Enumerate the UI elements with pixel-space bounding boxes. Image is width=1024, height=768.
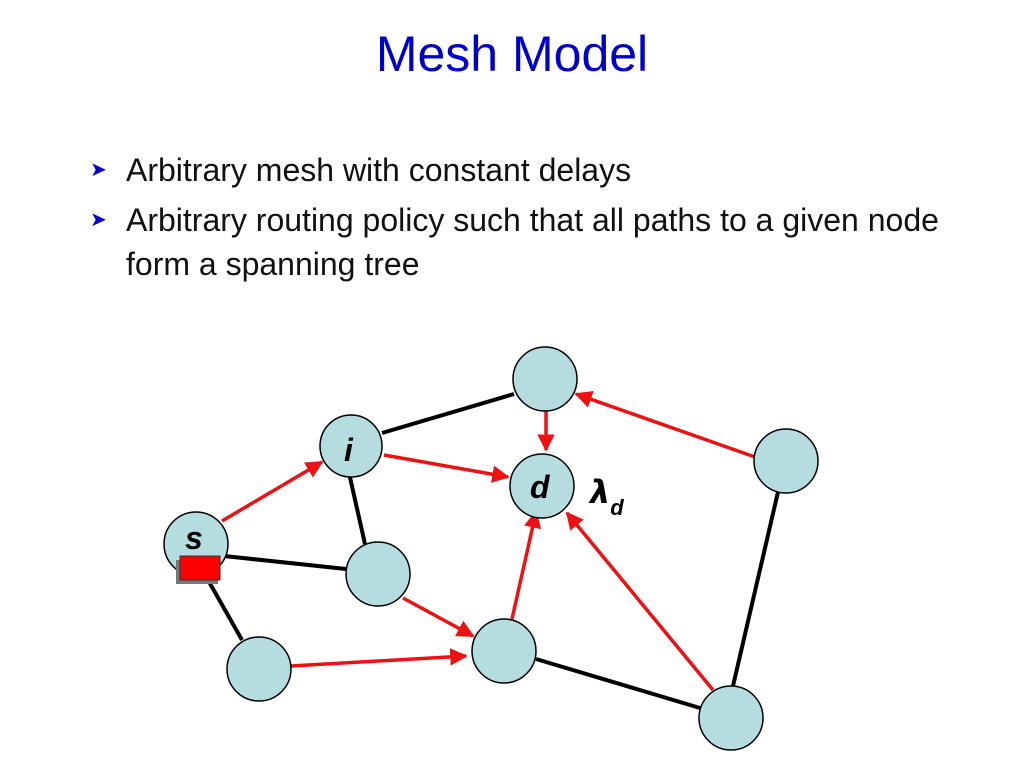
edge-right-bottomright [731,491,780,687]
edge-s-mid [223,554,347,571]
rate-label: λd [588,473,624,520]
node-label-i: i [344,432,354,468]
node-bottomleft [226,636,292,702]
edge-i-mid [347,472,367,545]
edge-s-bottomleft [206,579,244,641]
arrow-right-to-top [574,390,756,459]
arrow-mid-to-center [402,596,475,638]
node-bottomright [698,685,764,751]
edge-i-top [381,392,515,435]
mesh-nodes [163,346,819,751]
node-middle [345,541,411,607]
node-d [509,453,575,519]
node-label-d: d [530,469,551,505]
arrowhead-bullet-icon: ➤ [90,209,107,231]
node-label-s: s [185,520,203,556]
arrowhead-bullet-icon: ➤ [90,159,107,181]
node-top [512,346,578,412]
node-i [319,414,383,478]
slide-title: Mesh Model [375,26,649,82]
bullet-item: ➤ Arbitrary mesh with constant delays [88,148,988,192]
arrow-i-to-d [383,453,510,483]
arrow-bottomright-to-d [565,511,715,692]
arrow-center-to-d [510,510,542,620]
edge-center-bottomright [535,657,701,710]
rate-label-subscript: d [610,495,624,520]
source-packet-box [176,555,221,584]
bullet-text: Arbitrary mesh with constant delays [126,152,632,188]
bullet-text: Arbitrary routing policy such that all p… [126,202,939,282]
routing-arrows [221,390,756,692]
bullet-item: ➤ Arbitrary routing policy such that all… [88,198,988,286]
arrow-s-to-i [221,460,324,523]
arrow-bottomleft-to-center [290,648,468,668]
rate-label-symbol: λ [588,473,610,511]
node-center [471,618,537,684]
mesh-edges [206,392,780,710]
bullet-list: ➤ Arbitrary mesh with constant delays ➤ … [88,148,988,292]
node-right [753,428,819,494]
